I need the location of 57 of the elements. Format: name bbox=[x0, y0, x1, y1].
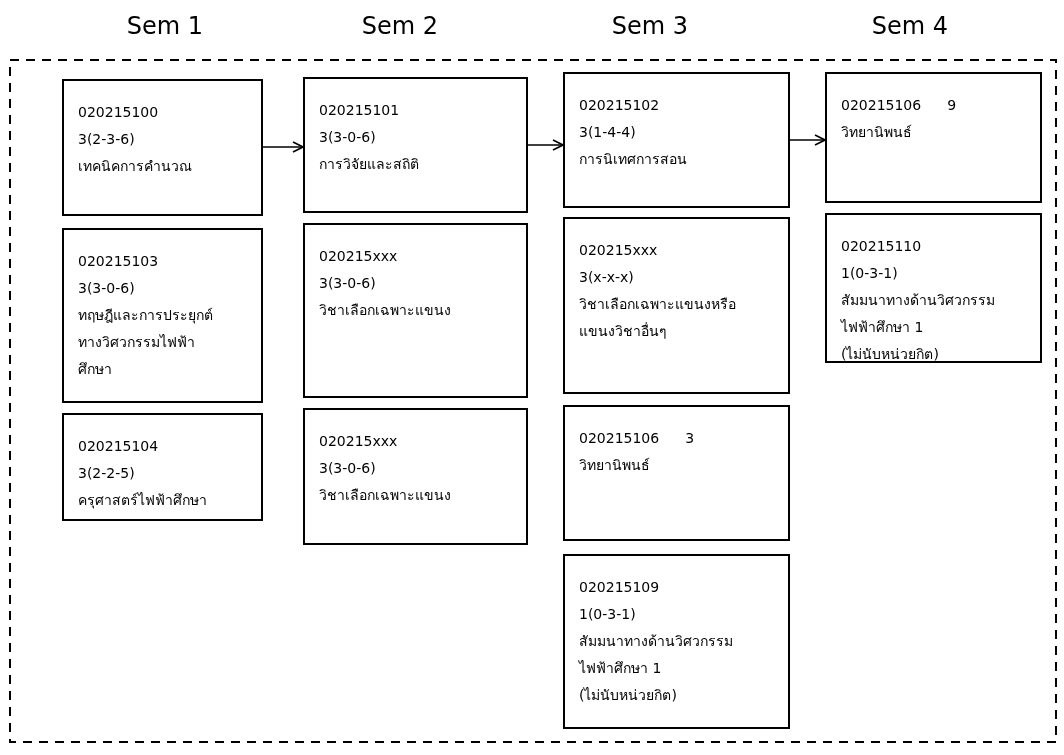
course-title: วิชาเลือกเฉพาะแขนงหรือแขนงวิชาอื่นๆ bbox=[579, 295, 737, 341]
course-code: 020215103 bbox=[78, 252, 160, 271]
course-code: 020215xxx bbox=[319, 247, 399, 266]
credit-hours: 3(3-0-6) bbox=[319, 274, 377, 293]
arrow bbox=[789, 134, 826, 146]
semester-heading: Sem 4 bbox=[870, 12, 950, 40]
arrow bbox=[527, 139, 564, 151]
course-box bbox=[62, 228, 263, 403]
course-box bbox=[825, 72, 1042, 203]
course-box bbox=[825, 213, 1042, 363]
course-code: 020215106 bbox=[841, 96, 922, 115]
credit-hours: 3(3-0-6) bbox=[319, 459, 377, 478]
course-code: 020215104 bbox=[78, 437, 160, 456]
credit-hours: 3(1-4-4) bbox=[579, 123, 637, 142]
course-code: 020215101 bbox=[319, 101, 401, 120]
course-title: ครุศาสตร์ไฟฟ้าศึกษา bbox=[78, 491, 208, 511]
semester-heading: Sem 2 bbox=[360, 12, 440, 40]
credit-hours: 3(3-0-6) bbox=[319, 128, 377, 147]
course-title: การวิจัยและสถิติ bbox=[319, 155, 420, 174]
course-title: วิทยานิพนธ์ bbox=[579, 456, 651, 475]
course-title: เทคนิคการคำนวณ bbox=[78, 157, 193, 176]
course-title: วิทยานิพนธ์ bbox=[841, 123, 913, 142]
course-box bbox=[563, 405, 790, 541]
course-code: 020215109 bbox=[579, 578, 661, 597]
course-box bbox=[62, 413, 263, 521]
course-code: 020215xxx bbox=[579, 241, 659, 260]
course-box bbox=[303, 408, 528, 545]
course-code: 020215100 bbox=[78, 103, 160, 122]
course-box bbox=[563, 554, 790, 729]
semester-heading: Sem 3 bbox=[610, 12, 690, 40]
arrow bbox=[262, 141, 304, 153]
course-title: ทฤษฎีและการประยุกต์ทางวิศวกรรมไฟฟ้าศึกษา bbox=[78, 306, 214, 379]
course-title: วิชาเลือกเฉพาะแขนง bbox=[319, 301, 452, 320]
course-box bbox=[563, 72, 790, 208]
credit-hours: 1(0-3-1) bbox=[841, 264, 899, 283]
credit-hours: 3(3-0-6) bbox=[78, 279, 136, 298]
credit-hours: 1(0-3-1) bbox=[579, 605, 637, 624]
course-code: 020215106 bbox=[579, 429, 660, 448]
course-box bbox=[303, 223, 528, 398]
credit-hours: 3(2-2-5) bbox=[78, 464, 136, 483]
course-code: 020215110 bbox=[841, 237, 923, 256]
course-box bbox=[563, 217, 790, 394]
course-title: สัมมนาทางด้านวิศวกรรมไฟฟ้าศึกษา 1 bbox=[841, 291, 996, 337]
course-title: วิชาเลือกเฉพาะแขนง bbox=[319, 486, 452, 505]
course-title: สัมมนาทางด้านวิศวกรรมไฟฟ้าศึกษา 1 bbox=[579, 632, 734, 678]
credit-hours: 3(x-x-x) bbox=[579, 268, 635, 287]
course-box bbox=[62, 79, 263, 216]
course-title: การนิเทศการสอน bbox=[579, 150, 688, 169]
credit-hours: 3(2-3-6) bbox=[78, 130, 136, 149]
semester-heading: Sem 1 bbox=[125, 12, 205, 40]
course-title: (ไม่นับหน่วยกิต) bbox=[841, 345, 940, 364]
credit-count: 3 bbox=[685, 429, 695, 448]
course-title: (ไม่นับหน่วยกิต) bbox=[579, 686, 678, 705]
course-box bbox=[303, 77, 528, 213]
course-code: 020215102 bbox=[579, 96, 661, 115]
course-code: 020215xxx bbox=[319, 432, 399, 451]
credit-count: 9 bbox=[947, 96, 957, 115]
